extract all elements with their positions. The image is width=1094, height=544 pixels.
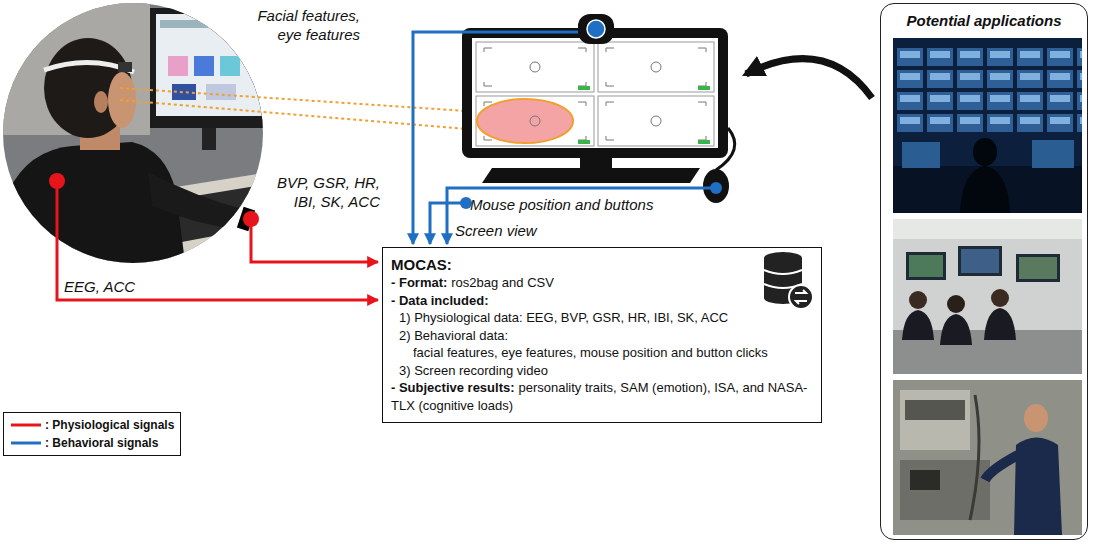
database-icon bbox=[764, 252, 813, 309]
box-text: - Data included: bbox=[391, 293, 489, 308]
text-line: - Format: ros2bag and CSV bbox=[391, 274, 813, 292]
signal-label: Screen view bbox=[455, 221, 537, 240]
legend-text: : Physiological signals bbox=[45, 418, 174, 432]
text-line: - Subjective results:personality traits,… bbox=[391, 379, 813, 414]
legend-line bbox=[10, 420, 42, 430]
signal-label: BVP, GSR, HR, IBI, SK, ACC bbox=[262, 173, 380, 211]
text-line: 2) Behavioral data: bbox=[391, 327, 813, 345]
signal-label: Facial features, eye features bbox=[240, 6, 360, 44]
signal-label: EEG, ACC bbox=[64, 277, 135, 296]
text-line: 3) Screen recording video bbox=[391, 362, 813, 380]
legend-line bbox=[10, 438, 42, 448]
box-text: 3) Screen recording video bbox=[399, 363, 548, 378]
box-text: 1) Physiological data: EEG, BVP, GSR, HR… bbox=[399, 310, 728, 325]
legend-row: : Behavioral signals bbox=[10, 434, 174, 452]
box-text: - Format: bbox=[391, 275, 447, 290]
box-text: facial features, eye features, mouse pos… bbox=[413, 345, 768, 360]
box-text: 2) Behavioral data: bbox=[399, 328, 508, 343]
box-text: - Subjective results: bbox=[391, 380, 515, 395]
applications-panel: Potential applications bbox=[880, 3, 1088, 540]
legend: : Physiological signals : Behavioral sign… bbox=[3, 412, 181, 456]
application-photos bbox=[893, 38, 1082, 535]
participant-photo bbox=[0, 0, 272, 270]
box-text: ros2bag and CSV bbox=[451, 275, 554, 290]
dataset-box: MOCAS: - Format: ros2bag and CSV - Data inc… bbox=[382, 247, 822, 423]
text-line: 1) Physiological data: EEG, BVP, GSR, HR… bbox=[391, 309, 813, 327]
signal-label: Mouse position and buttons bbox=[470, 195, 653, 214]
panel-heading: Potential applications bbox=[881, 12, 1087, 29]
legend-row: : Physiological signals bbox=[10, 416, 174, 434]
legend-text: : Behavioral signals bbox=[45, 436, 158, 450]
text-line: - Data included: bbox=[391, 292, 813, 310]
text-line: facial features, eye features, mouse pos… bbox=[391, 344, 813, 362]
text-line: MOCAS: bbox=[391, 255, 813, 274]
box-heading: MOCAS: bbox=[391, 256, 452, 273]
monitor bbox=[462, 28, 735, 203]
